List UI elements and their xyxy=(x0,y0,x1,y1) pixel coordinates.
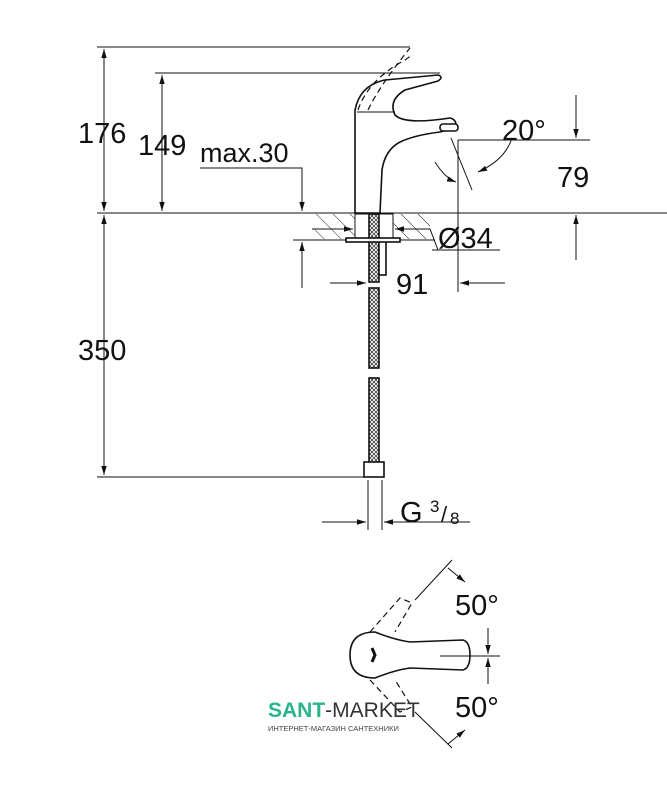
faucet-top-view xyxy=(349,559,500,749)
brand-part-b: -MARKET xyxy=(325,699,420,722)
fixing-washer xyxy=(345,237,401,243)
label-max30: max.30 xyxy=(200,138,289,168)
brand-part-a: SANT xyxy=(268,699,326,722)
label-176: 176 xyxy=(78,118,126,150)
label-91: 91 xyxy=(396,269,428,301)
faucet-body xyxy=(354,74,457,214)
hose-nut xyxy=(363,461,385,478)
aerator xyxy=(439,123,459,132)
label-thread-den: 8 xyxy=(450,509,459,528)
watermark-brand: SANT-MARKET xyxy=(268,700,420,722)
label-rotation-right: 50° xyxy=(455,692,499,724)
label-149: 149 xyxy=(138,130,186,162)
label-350: 350 xyxy=(78,335,126,367)
label-thread-g: G xyxy=(400,497,423,529)
label-thread-num: 3 xyxy=(430,497,439,516)
hose-middle xyxy=(368,287,380,369)
label-20deg: 20° xyxy=(502,115,546,147)
label-rotation-left: 50° xyxy=(455,590,499,622)
lever-top xyxy=(349,631,471,679)
hose-lower xyxy=(368,377,380,464)
label-diameter-34: Ø34 xyxy=(438,223,493,255)
faucet-side-view xyxy=(345,47,459,478)
watermark-tagline: ИНТЕРНЕТ-МАГАЗИН САНТЕХНИКИ xyxy=(268,724,399,733)
supply-pin xyxy=(378,239,387,276)
sant-market-watermark: SANT-MARKET ИНТЕРНЕТ-МАГАЗИН САНТЕХНИКИ xyxy=(268,700,420,734)
label-79: 79 xyxy=(557,162,589,194)
lever-raised-position xyxy=(357,54,413,111)
dim-max30-top xyxy=(200,167,305,211)
thread-slash: / xyxy=(441,502,448,527)
hose-upper xyxy=(368,213,380,283)
